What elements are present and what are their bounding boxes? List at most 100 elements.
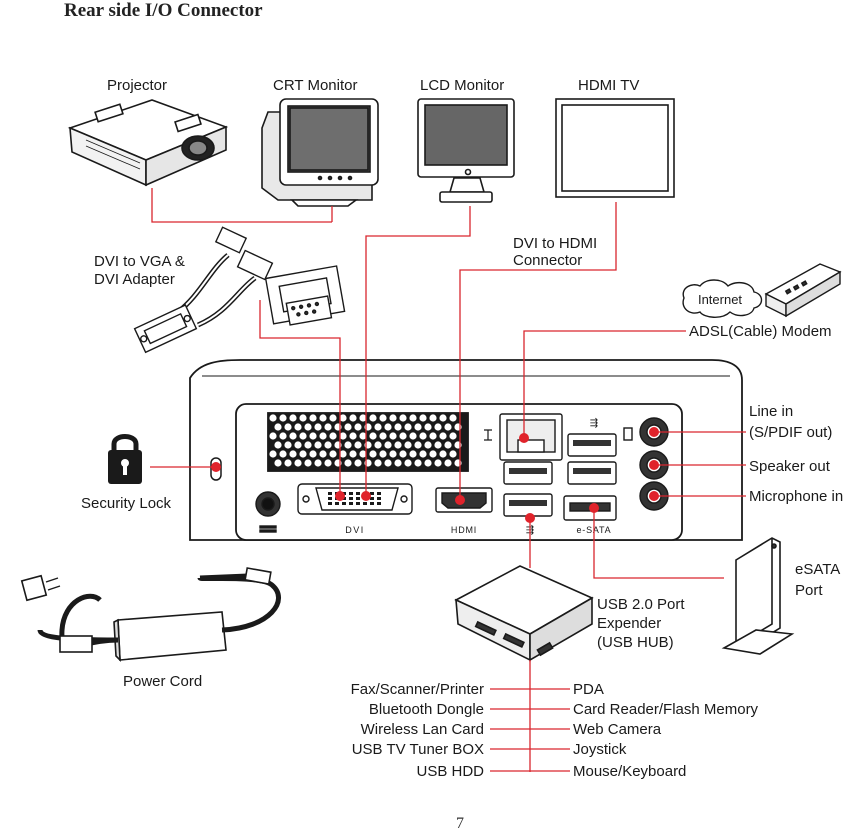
vent-hole [399, 450, 407, 458]
vent-hole [354, 441, 362, 449]
vent-hole [304, 423, 312, 431]
vent-hole [359, 414, 367, 422]
connection-dot [649, 460, 659, 470]
vent-hole [359, 432, 367, 440]
crt-monitor-label: CRT Monitor [273, 77, 358, 94]
vent-hole [369, 450, 377, 458]
vent-hole [279, 450, 287, 458]
dvi-pin [370, 497, 374, 500]
vent-hole [294, 459, 302, 467]
vent-hole [394, 423, 402, 431]
vent-hole [344, 441, 352, 449]
vent-hole [449, 432, 457, 440]
vent-hole [359, 450, 367, 458]
vent-hole [299, 414, 307, 422]
page-number: 7 [456, 815, 464, 832]
vent-hole [439, 414, 447, 422]
vent-hole [384, 441, 392, 449]
vent-hole [374, 441, 382, 449]
usb-hub-label-line3: (USB HUB) [597, 634, 674, 651]
connection-dots [211, 427, 659, 523]
power-cord-label: Power Cord [123, 673, 203, 690]
vent-hole [279, 432, 287, 440]
usb-hub-illustration [454, 565, 594, 662]
dvi-adapter-label-line1: DVI to VGA & [94, 253, 185, 270]
connection-dot [649, 427, 659, 437]
dvi-pin [370, 502, 374, 505]
vent-hole [389, 414, 397, 422]
dvi-pin [363, 502, 367, 505]
connection-dot [335, 491, 345, 501]
vent-hole [349, 450, 357, 458]
usb-device-left: Bluetooth Dongle [368, 701, 484, 718]
vent-hole [314, 423, 322, 431]
vent-hole [414, 459, 422, 467]
usb-device-left: USB HDD [416, 763, 484, 780]
dvi-pin [349, 492, 353, 495]
connection-line [365, 206, 471, 496]
vent-hole [319, 432, 327, 440]
vent-hole [289, 450, 297, 458]
vent-hole [444, 423, 452, 431]
page-title: Rear side I/O Connector [64, 0, 263, 21]
esata-port-label-line2: Port [795, 582, 823, 599]
connection-dot [455, 495, 465, 505]
vent-hole [389, 450, 397, 458]
usb-port-tongue [573, 440, 611, 446]
vent-hole [314, 459, 322, 467]
vent-hole [344, 423, 352, 431]
dvi-pin [349, 497, 353, 500]
usb-hub-label-line2: Expender [597, 615, 662, 632]
hdmi-tv-illustration [555, 98, 675, 198]
connection-line [151, 188, 332, 223]
vent-hole [444, 459, 452, 467]
crt-monitor-illustration [261, 98, 379, 207]
dvi-pin [377, 502, 381, 505]
vent-hole [409, 450, 417, 458]
vent-hole [284, 423, 292, 431]
vent-hole [339, 432, 347, 440]
vent-hole [329, 432, 337, 440]
vent-hole [354, 459, 362, 467]
projector-label: Projector [107, 77, 168, 94]
connection-dot [519, 433, 529, 443]
vent-hole [424, 441, 432, 449]
vent-hole [449, 414, 457, 422]
vent-hole [299, 450, 307, 458]
security-lock-label: Security Lock [81, 495, 172, 512]
vent-hole [344, 459, 352, 467]
vent-hole [339, 450, 347, 458]
dvi-pin [328, 502, 332, 505]
usb-device-right: Mouse/Keyboard [573, 763, 687, 780]
line-in-label: Line in [749, 403, 794, 420]
vent-hole [384, 459, 392, 467]
vent-hole [424, 423, 432, 431]
vent-hole [414, 441, 422, 449]
vent-hole [379, 414, 387, 422]
vent-hole [269, 432, 277, 440]
vent-hole [419, 414, 427, 422]
vent-hole [439, 450, 447, 458]
dvi-adapter-illustration [133, 226, 346, 354]
vent-hole [424, 459, 432, 467]
dvi-pin [356, 502, 360, 505]
vent-hole [444, 441, 452, 449]
connection-line [593, 508, 724, 579]
vent-hole [419, 450, 427, 458]
vent-hole [349, 432, 357, 440]
connection-dot [589, 503, 599, 513]
vent-hole [284, 459, 292, 467]
power-jack [255, 491, 281, 533]
dvi-port-label: DVI [345, 525, 365, 535]
esata-drive-illustration [721, 537, 795, 655]
dvi-port [297, 483, 413, 515]
vent-hole [279, 414, 287, 422]
vent-hole [274, 459, 282, 467]
vent-hole [319, 414, 327, 422]
vent-hole [404, 423, 412, 431]
vent-hole [439, 432, 447, 440]
vent-hole [294, 423, 302, 431]
vent-hole [394, 441, 402, 449]
vent-hole [379, 450, 387, 458]
